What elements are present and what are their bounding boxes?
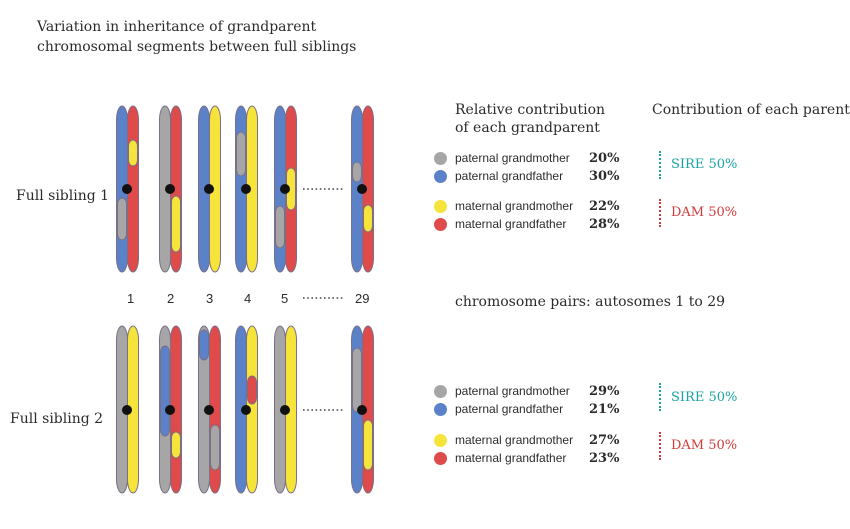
centromere-dot [122, 405, 132, 415]
grandparent-header-line-2: of each grandparent [455, 120, 600, 136]
grandparent-header-line-1: Relative contribution [455, 102, 606, 118]
legend-row: maternal grandfather 28% [434, 215, 619, 233]
chromosome-segment [363, 204, 373, 233]
chromosome-number-3: 3 [206, 291, 214, 306]
paternal-grandmother-dot [434, 384, 447, 398]
chromosome-segment [128, 139, 138, 167]
grandparent-contribution-header: Relative contribution of each grandparen… [455, 101, 605, 137]
chromosome-segment [210, 424, 220, 471]
chromosome-segment [171, 431, 181, 459]
paternal-grandfather-dot [434, 402, 447, 416]
centromere-dot [357, 405, 367, 415]
paternal-grandfather-dot [434, 169, 447, 183]
legend-name: maternal grandfather [455, 217, 567, 231]
chromosome-number-5: 5 [281, 291, 289, 306]
centromere-dot [204, 405, 214, 415]
legend-row: maternal grandmother 22% [434, 197, 619, 215]
figure-title: Variation in inheritance of grandparent … [37, 17, 356, 57]
legend-row: paternal grandmother 29% [434, 382, 619, 400]
dam-indicator-line [659, 199, 661, 227]
legend-name: paternal grandfather [455, 169, 564, 183]
legend-percent: 28% [589, 216, 620, 232]
legend-name: maternal grandfather [455, 451, 567, 465]
chromosome-number-29: 29 [355, 291, 370, 306]
legend-percent: 27% [589, 432, 620, 448]
legend-name: paternal grandmother [455, 151, 570, 165]
legend-row: paternal grandmother 20% [434, 149, 619, 167]
legend-name: paternal grandmother [455, 384, 570, 398]
chromosome-number-2: 2 [167, 291, 175, 306]
chromosome-number-1: 1 [127, 291, 135, 306]
chromosome-segment [275, 205, 285, 249]
title-line-2: chromosomal segments between full siblin… [37, 39, 357, 55]
title-line-1: Variation in inheritance of grandparent [37, 19, 317, 35]
chromosome-segment [171, 195, 181, 253]
dam-label: DAM 50% [671, 205, 738, 220]
maternal-grandfather-dot [434, 217, 447, 231]
legend-name: maternal grandmother [455, 433, 574, 447]
chromosome-segment [117, 197, 127, 241]
chromosome-segment [160, 345, 170, 437]
centromere-dot [280, 184, 290, 194]
sibling-1-label: Full sibling 1 [16, 188, 110, 204]
legend-percent: 22% [589, 198, 620, 214]
chromosome-pairs-label: chromosome pairs: autosomes 1 to 29 [455, 294, 726, 310]
centromere-dot [241, 184, 251, 194]
centromere-dot [165, 184, 175, 194]
legend-row: maternal grandfather 23% [434, 449, 619, 467]
maternal-grandmother-dot [434, 199, 447, 213]
maternal-grandfather-dot [434, 451, 447, 465]
legend-row: paternal grandfather 30% [434, 167, 619, 185]
sire-indicator-line [659, 383, 661, 411]
sire-label: SIRE 50% [671, 390, 738, 405]
sire-label: SIRE 50% [671, 157, 738, 172]
legend-name: paternal grandfather [455, 402, 564, 416]
chromosome-segment [199, 329, 209, 361]
chromosome-segment [352, 347, 362, 413]
legend-percent: 21% [589, 401, 620, 417]
maternal-grandmother-dot [434, 433, 447, 447]
chromosome-number-4: 4 [244, 291, 252, 306]
centromere-dot [204, 184, 214, 194]
legend-percent: 30% [589, 168, 620, 184]
legend-percent: 29% [589, 383, 620, 399]
chromosome-segment [247, 375, 257, 405]
chromosome-segment [363, 419, 373, 471]
legend-row: paternal grandfather 21% [434, 400, 619, 418]
centromere-dot [280, 405, 290, 415]
legend-percent: 23% [589, 450, 620, 466]
legend-name: maternal grandmother [455, 199, 574, 213]
legend-row: maternal grandmother 27% [434, 431, 619, 449]
centromere-dot [241, 405, 251, 415]
chromosome-segment [236, 131, 246, 177]
legend-percent: 20% [589, 150, 620, 166]
dam-label: DAM 50% [671, 438, 738, 453]
parent-contribution-header: Contribution of each parent [652, 102, 850, 118]
paternal-grandmother-dot [434, 151, 447, 165]
sibling-2-label: Full sibling 2 [10, 411, 104, 427]
chromosome-segment [352, 161, 362, 183]
centromere-dot [357, 184, 367, 194]
centromere-dot [165, 405, 175, 415]
sire-indicator-line [659, 151, 661, 179]
centromere-dot [122, 184, 132, 194]
dam-indicator-line [659, 432, 661, 460]
